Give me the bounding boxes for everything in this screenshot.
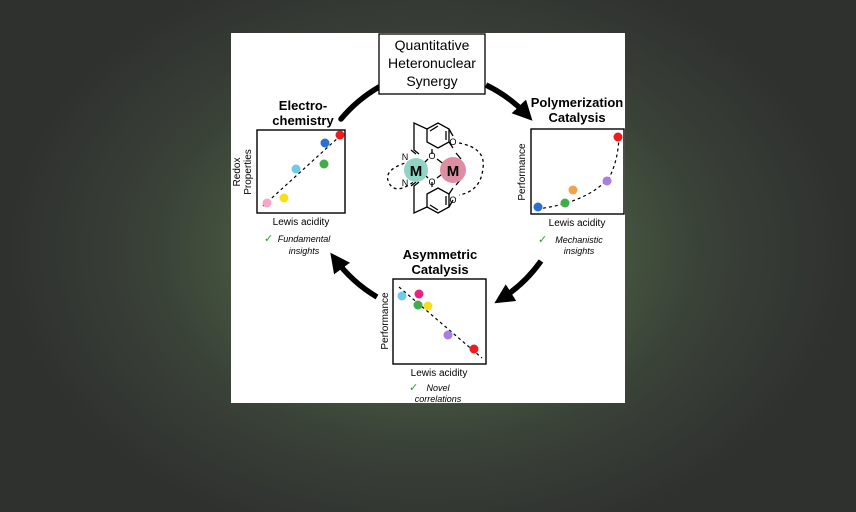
atom-oxygen-top-inner: O xyxy=(428,151,435,161)
synergy-diagram: Quantitative Heteronuclear Synergy M M O… xyxy=(232,33,625,403)
asymmetric-point-green xyxy=(413,300,423,310)
polymerization-plot-frame xyxy=(530,128,625,215)
cycle-arrow-top-left xyxy=(338,84,382,122)
atom-nitrogen-bottom: N xyxy=(402,178,409,188)
electrochemistry-point-green xyxy=(319,159,329,169)
electrochemistry-ylabel-line-2: Properties xyxy=(243,149,254,195)
asymmetric-point-yellow xyxy=(423,301,433,311)
electrochemistry-note-line-2: insights xyxy=(289,246,320,256)
cycle-arrow-top-right xyxy=(484,82,533,121)
electrochemistry-note-line-1: Fundamental xyxy=(278,234,332,244)
polymerization-point-purple xyxy=(602,176,612,186)
atom-oxygen-top-right: O xyxy=(449,137,456,147)
asymmetric-xlabel: Lewis acidity xyxy=(411,368,468,379)
cycle-arrow-bottom-left xyxy=(330,252,379,300)
asymmetric-trend-line xyxy=(398,286,483,359)
center-title-line-3: Synergy xyxy=(406,73,457,89)
polymerization-title-line-1: Polymerization xyxy=(531,95,624,110)
asymmetric-title-line-2: Catalysis xyxy=(411,262,468,277)
electrochemistry-title-line-1: Electro- xyxy=(279,98,327,113)
electrochemistry-check-icon: ✓ xyxy=(264,233,273,245)
asymmetric-note-line-1: Novel xyxy=(426,383,450,393)
asymmetric-check-icon: ✓ xyxy=(409,382,418,394)
center-title-line-1: Quantitative xyxy=(395,37,470,53)
center-title-line-2: Heteronuclear xyxy=(388,55,476,71)
cycle-arrow-bottom-right xyxy=(494,259,544,304)
atom-nitrogen-top: N xyxy=(402,152,409,162)
electrochemistry-point-pink xyxy=(262,198,272,208)
metal-1-label: M xyxy=(410,163,423,180)
electrochemistry-point-red xyxy=(335,130,345,140)
polymerization-point-blue xyxy=(533,202,543,212)
center-title-box xyxy=(378,33,486,95)
panel-electrochemistry: Electro- chemistry Redox Properties Lewi… xyxy=(232,98,346,256)
electrochemistry-plot-frame xyxy=(256,129,346,214)
polymerization-point-green xyxy=(560,198,570,208)
electrochemistry-title-line-2: chemistry xyxy=(272,113,334,128)
polymerization-ylabel: Performance xyxy=(517,143,528,201)
electrochemistry-trend-line xyxy=(262,135,341,207)
electrochemistry-point-blue xyxy=(320,138,330,148)
atom-oxygen-bottom-inner: O xyxy=(428,177,435,187)
metal-1-circle xyxy=(404,158,428,182)
electrochemistry-point-cyan xyxy=(291,164,301,174)
electrochemistry-ylabel-line-1: Redox xyxy=(232,158,243,187)
atom-oxygen-bottom-right: O xyxy=(449,195,456,205)
asymmetric-ylabel: Performance xyxy=(380,292,391,350)
polymerization-point-orange xyxy=(568,185,578,195)
electrochemistry-point-yellow xyxy=(279,193,289,203)
panel-asymmetric: Asymmetric Catalysis Performance Lewis a… xyxy=(380,247,487,403)
polymerization-note-line-2: insights xyxy=(564,246,595,256)
polymerization-xlabel: Lewis acidity xyxy=(549,218,606,229)
panel-polymerization: Polymerization Catalysis Performance Lew… xyxy=(517,95,625,256)
asymmetric-title-line-1: Asymmetric xyxy=(403,247,477,262)
electrochemistry-xlabel: Lewis acidity xyxy=(273,217,330,228)
bimetallic-complex-structure xyxy=(387,121,484,215)
polymerization-point-red xyxy=(613,132,623,142)
polymerization-check-icon: ✓ xyxy=(538,234,547,246)
metal-2-circle xyxy=(440,157,466,183)
asymmetric-point-red xyxy=(469,344,479,354)
asymmetric-point-purple xyxy=(443,330,453,340)
asymmetric-point-magenta xyxy=(414,289,424,299)
asymmetric-note-line-2: correlations xyxy=(415,394,462,403)
polymerization-note-line-1: Mechanistic xyxy=(555,235,603,245)
polymerization-title-line-2: Catalysis xyxy=(548,110,605,125)
metal-2-label: M xyxy=(447,163,460,180)
figure-panel: Quantitative Heteronuclear Synergy M M O… xyxy=(231,33,625,403)
asymmetric-point-cyan xyxy=(397,291,407,301)
